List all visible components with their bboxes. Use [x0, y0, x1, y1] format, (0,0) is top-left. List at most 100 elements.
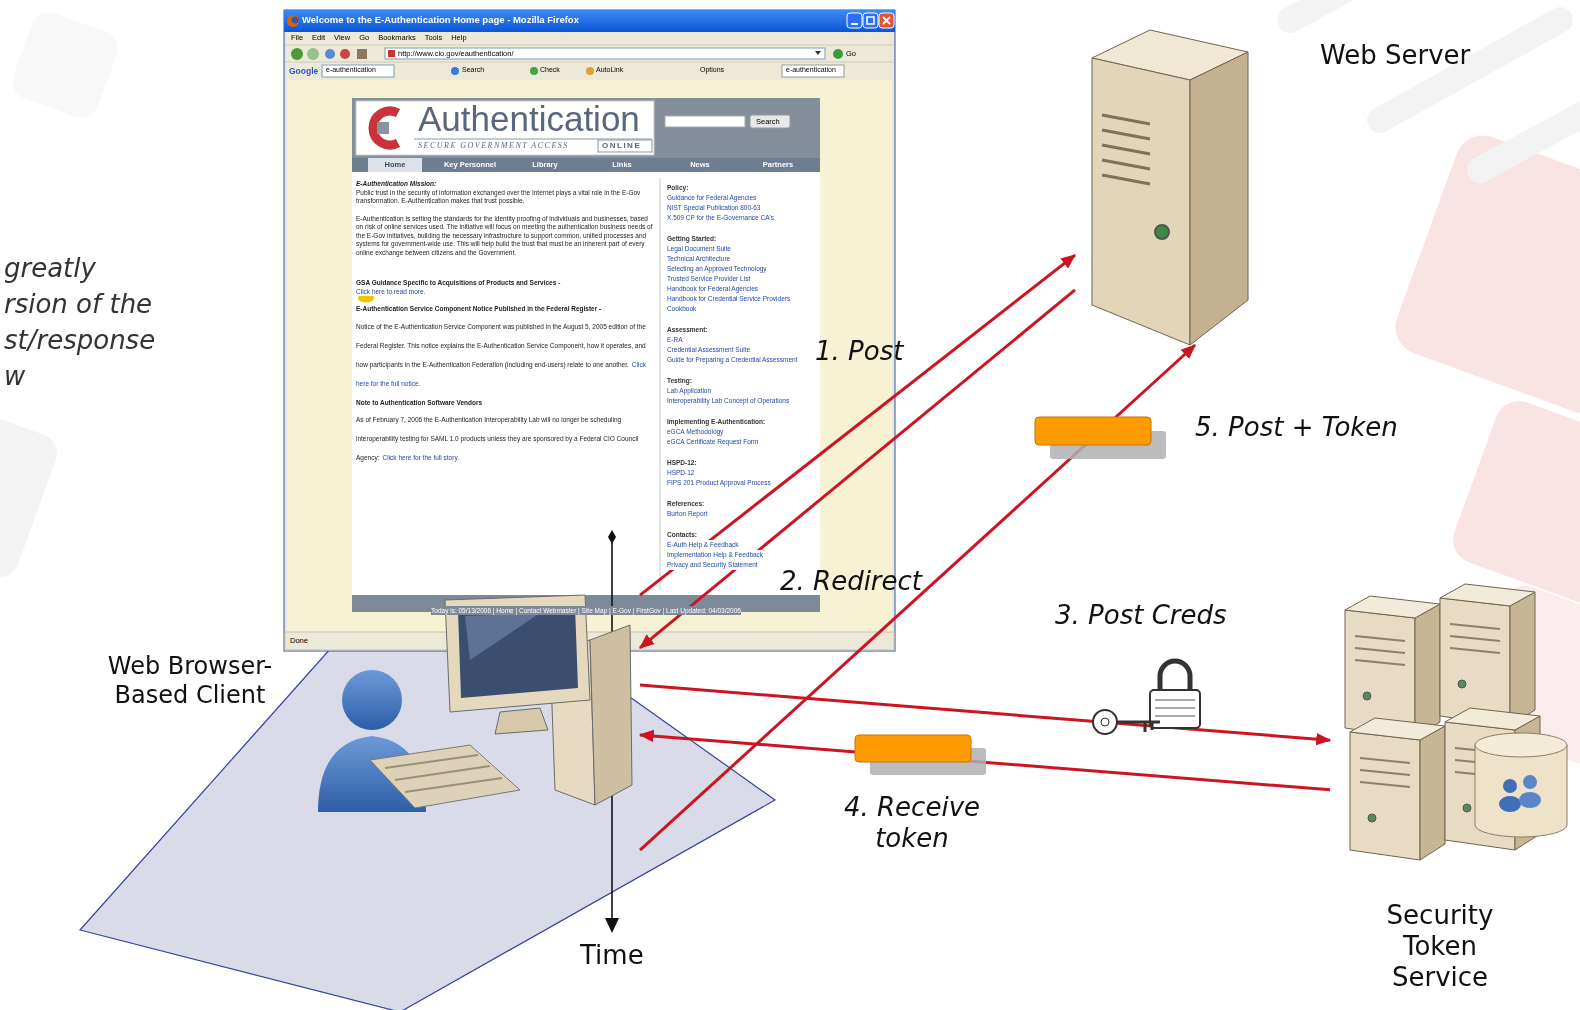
- web-server-icon: [1190, 52, 1248, 345]
- client-computer-icon: [370, 745, 520, 808]
- connector-label: 2. Redirect: [780, 566, 950, 597]
- sidebar-link: Selecting an Approved Technology: [667, 264, 767, 274]
- sidebar-link: eGCA Certificate Request Form: [667, 437, 758, 447]
- token-service-icon: [1350, 718, 1445, 860]
- browser-screenshot: [782, 65, 844, 77]
- web-server-icon: [1155, 225, 1169, 239]
- security-token: [855, 735, 971, 762]
- sidebar-link: Handbook for Credential Service Provider…: [667, 294, 790, 304]
- page-text: E-Authentication Mission:: [356, 180, 436, 189]
- browser-screenshot: [287, 80, 892, 632]
- browser-screenshot: [833, 49, 843, 59]
- lock-and-key: [1155, 700, 1195, 701]
- browser-screenshot: [847, 13, 862, 28]
- status-text: Done: [290, 636, 308, 645]
- toolbar-item: Options: [700, 66, 724, 74]
- address-text: http://www.cio.gov/eauthentication/: [398, 49, 514, 58]
- site-logo-text: Authentication: [418, 100, 640, 139]
- flow-arrow: [640, 290, 1075, 648]
- toolbar-item: e-authentication: [786, 66, 836, 74]
- node-label: Security Token Service: [1355, 900, 1525, 994]
- go-button-text: Go: [846, 49, 856, 58]
- nav-tab: Key Personnel: [444, 160, 496, 169]
- client-computer-icon: [590, 625, 632, 805]
- menu-item: View: [334, 33, 350, 42]
- browser-screenshot: [285, 62, 894, 63]
- browser-screenshot: [352, 172, 820, 595]
- browser-screenshot: [325, 49, 335, 59]
- nav-tab: Links: [612, 160, 632, 169]
- web-server-icon: [1092, 58, 1190, 345]
- page-paragraph: E-Authentication Service Component Notic…: [356, 305, 654, 390]
- sidebar-heading: Getting Started:: [667, 234, 716, 244]
- browser-screenshot: [377, 122, 389, 134]
- menu-item: Tools: [425, 33, 443, 42]
- web-server-icon: [1102, 160, 1150, 169]
- toolbar-item: Google: [289, 66, 318, 76]
- browser-screenshot: [586, 67, 594, 75]
- sidebar-link: Privacy and Security Statement: [667, 560, 758, 570]
- nav-tab: Home: [385, 160, 406, 169]
- web-server-icon: [1102, 175, 1150, 184]
- web-server-node: Web Server: [1075, 25, 1255, 345]
- flow-arrow: [640, 685, 1330, 740]
- token-service-icon: [1345, 596, 1440, 738]
- site-tagline: ONLINE: [602, 141, 641, 150]
- sidebar-link: Cookbook: [667, 304, 696, 314]
- menu-item: Help: [451, 33, 466, 42]
- connector-label: 1. Post: [815, 336, 935, 367]
- browser-screenshot: [414, 139, 652, 140]
- token-service-icon: [1440, 584, 1535, 726]
- browser-screenshot: [665, 116, 745, 127]
- toolbar-item: e-authentication: [326, 66, 376, 74]
- client-computer-icon: [385, 755, 478, 768]
- flow-arrow: [640, 345, 1195, 850]
- browser-screenshot: [284, 10, 895, 651]
- browser-screenshot: [287, 15, 299, 27]
- browser-screenshot: [340, 49, 350, 59]
- flow-arrow: [640, 735, 1330, 790]
- page-text: Note to Authentication Software Vendors: [356, 399, 482, 408]
- node-label: Web Server: [1320, 40, 1550, 71]
- token-service-icon: [1499, 796, 1521, 812]
- nav-tab: Partners: [763, 160, 793, 169]
- security-token: [1035, 417, 1151, 445]
- browser-screenshot: [285, 45, 894, 46]
- client-computer-icon: [405, 778, 502, 792]
- web-server-icon: [1102, 130, 1150, 139]
- browser-screenshot: [879, 13, 894, 28]
- security-token: [855, 735, 986, 775]
- browser-screenshot: [867, 17, 874, 24]
- browser-screenshot: [385, 48, 825, 59]
- time-axis: [605, 918, 619, 933]
- page-main-column: E-Authentication Mission:Public trust in…: [356, 180, 654, 473]
- sidebar-link: E-RA: [667, 335, 683, 345]
- browser-screenshot: [285, 45, 894, 62]
- search-button-text: Search: [756, 117, 780, 126]
- page-text: E-Authentication Service Component Notic…: [356, 305, 601, 314]
- sidebar-link: Implementation Help & Feedback: [667, 550, 763, 560]
- sidebar-heading: HSPD-12:: [667, 458, 697, 468]
- menu-item: Edit: [312, 33, 325, 42]
- sidebar-link: eGCA Methodology: [667, 427, 723, 437]
- client-computer-icon: [395, 766, 490, 780]
- sidebar-heading: Implementing E-Authentication:: [667, 417, 765, 427]
- toolbar-item: Check: [540, 66, 560, 74]
- sidebar-heading: Assessment:: [667, 325, 707, 335]
- menu-item: Bookmarks: [378, 33, 416, 42]
- page-text: E-Authentication is setting the standard…: [356, 215, 654, 258]
- side-note: greatly rsion of the st/response w: [4, 250, 164, 394]
- client-computer-icon: [342, 670, 402, 730]
- browser-screenshot: [291, 48, 303, 60]
- browser-screenshot: [451, 67, 459, 75]
- sidebar-link: E-Auth Help & Feedback: [667, 540, 739, 550]
- browser-screenshot: [373, 111, 398, 145]
- lock-and-key: [1093, 661, 1200, 734]
- page-text: Public trust in the security of informat…: [356, 189, 654, 206]
- sidebar-link: HSPD-12: [667, 468, 694, 478]
- client-node: Web Browser- Based Client: [285, 560, 640, 860]
- lock-and-key: [1101, 718, 1109, 726]
- page-paragraph: E-Authentication Mission:Public trust in…: [356, 180, 654, 206]
